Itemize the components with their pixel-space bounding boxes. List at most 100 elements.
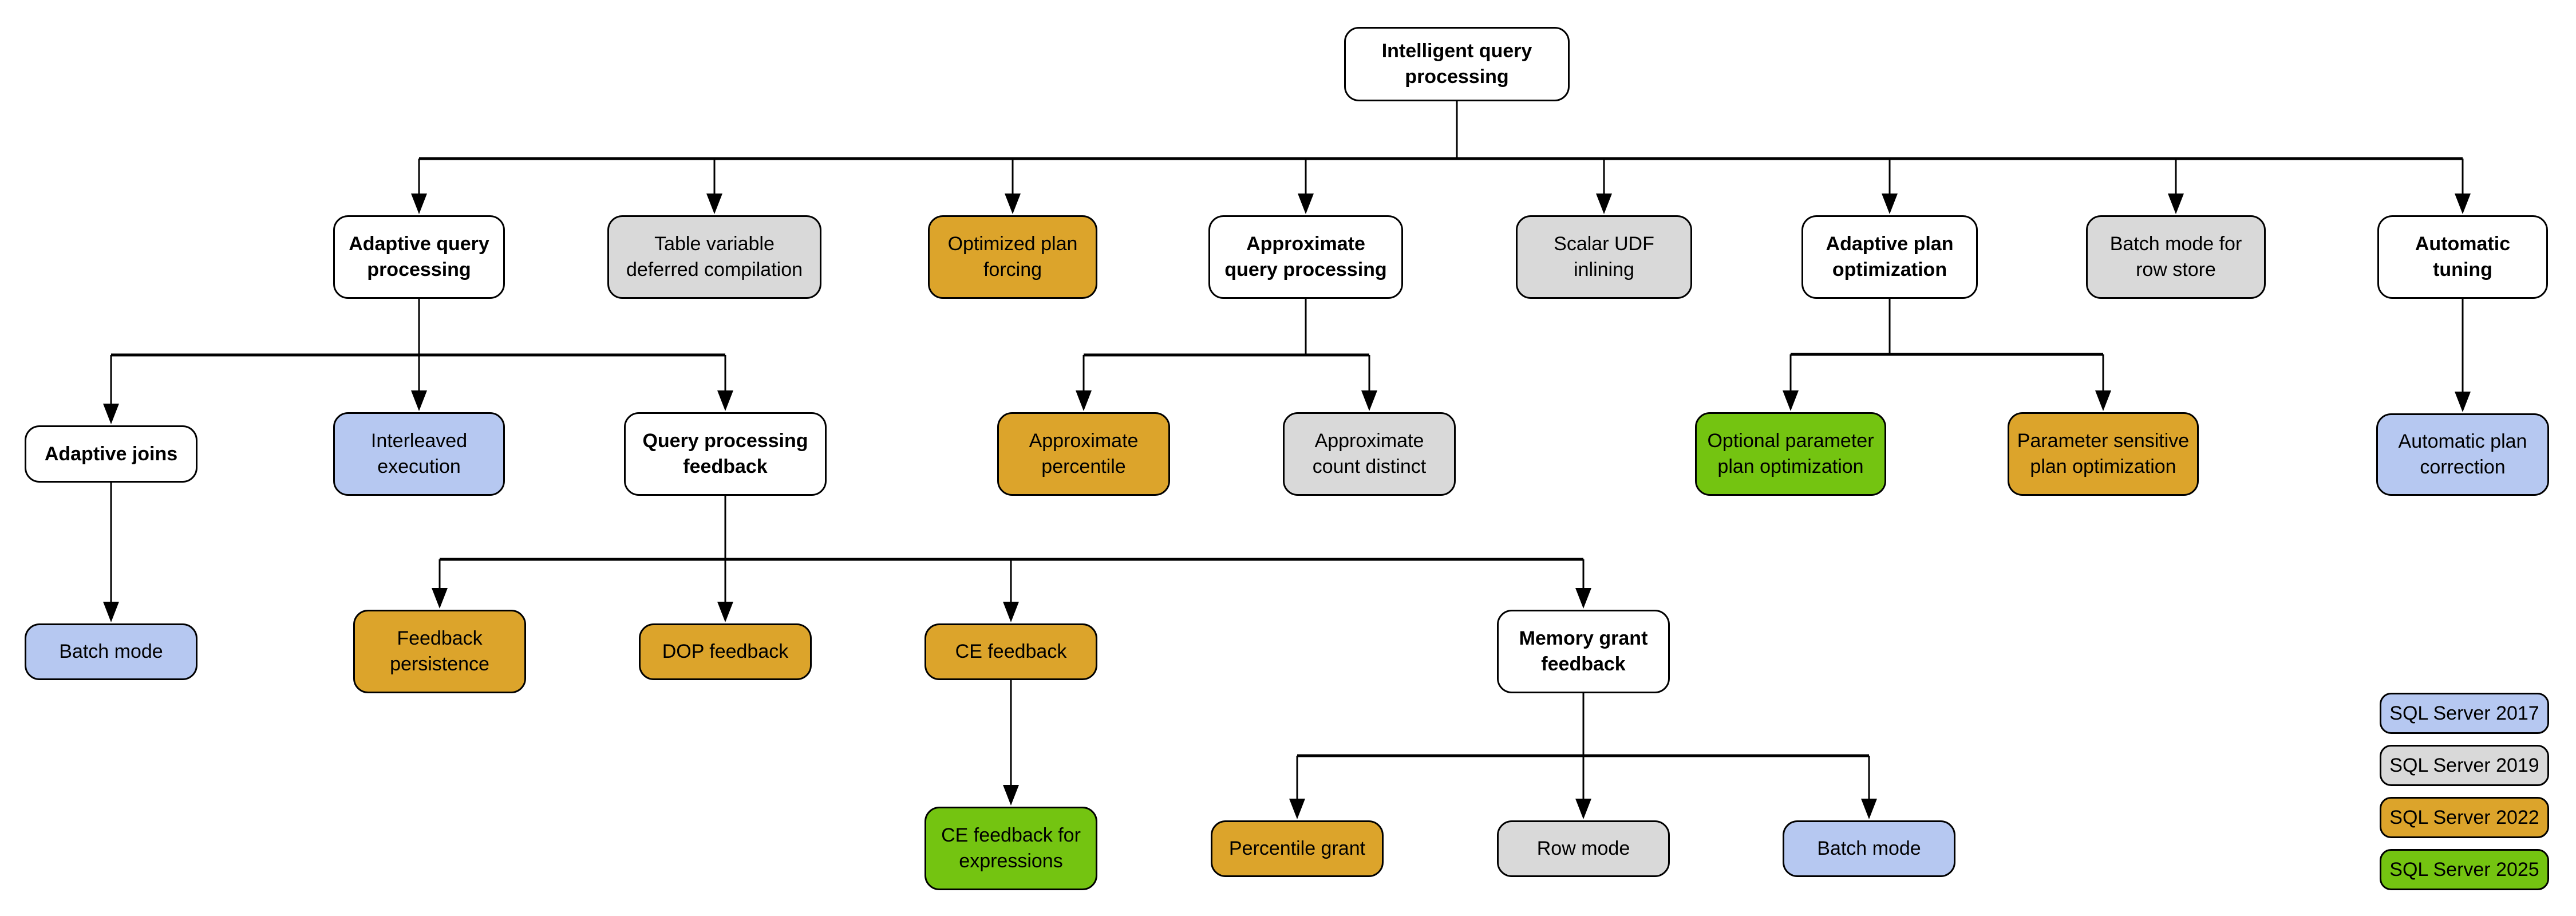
node-label-line: Batch mode for (2109, 233, 2242, 255)
node-label-line: CE feedback for (941, 824, 1081, 846)
node-label-line: correction (2420, 456, 2506, 478)
node-label-line: query processing (1224, 259, 1387, 281)
node-label-line: Automatic plan (2398, 431, 2527, 452)
legend-label: SQL Server 2025 (2389, 858, 2539, 881)
node-percentile-grant: Percentile grant (1211, 820, 1384, 877)
legend-item-sql2022: SQL Server 2022 (2380, 797, 2549, 838)
node-label-line: plan optimization (1717, 456, 1864, 477)
arrowhead-icon (1361, 390, 1377, 411)
arrowhead-icon (2455, 392, 2471, 412)
node-label-line: Adaptive joins (44, 443, 178, 465)
arrowhead-icon (717, 602, 733, 622)
arrowhead-icon (411, 390, 427, 411)
node-label-line: Adaptive plan (1826, 233, 1954, 255)
node-label-line: Percentile grant (1228, 838, 1366, 859)
node-label-line: Intelligent query (1381, 40, 1532, 62)
node-label-line: Scalar UDF (1554, 233, 1654, 255)
arrowhead-icon (103, 404, 119, 424)
node-label-line: feedback (1541, 653, 1626, 675)
node-label-line: Query processing (642, 430, 808, 452)
node-label-line: Interleaved (370, 430, 468, 452)
arrowhead-icon (1861, 799, 1877, 819)
arrowhead-icon (1005, 194, 1021, 214)
node-label-line: Parameter sensitive (2017, 430, 2190, 452)
node-label-line: feedback (683, 456, 768, 477)
arrowhead-icon (1298, 194, 1314, 214)
node-approximate-count-distinct: Approximate count distinct (1283, 412, 1456, 496)
node-label-line: count distinct (1312, 456, 1427, 477)
node-scalar-udf-inlining: Scalar UDF inlining (1516, 215, 1692, 299)
node-adaptive-query-processing: Adaptive query processing (333, 215, 505, 299)
legend-label: SQL Server 2017 (2389, 702, 2539, 724)
arrowhead-icon (2095, 390, 2111, 411)
arrowhead-icon (1289, 799, 1305, 819)
node-label-line: Optional parameter (1707, 430, 1874, 452)
node-approximate-percentile: Approximate percentile (997, 412, 1170, 496)
node-adaptive-plan-optimization: Adaptive plan optimization (1801, 215, 1978, 299)
node-optional-parameter-plan-optimization: Optional parameter plan optimization (1695, 412, 1886, 496)
legend-item-sql2019: SQL Server 2019 (2380, 745, 2549, 786)
node-optimized-plan-forcing: Optimized plan forcing (928, 215, 1097, 299)
node-label-line: Feedback (397, 627, 483, 649)
node-label-line: CE feedback (955, 641, 1067, 662)
legend-item-sql2025: SQL Server 2025 (2380, 849, 2549, 890)
node-table-variable-deferred-compilation: Table variable deferred compilation (607, 215, 821, 299)
node-batch-mode-for-row-store: Batch mode for row store (2086, 215, 2266, 299)
node-label-line: optimization (1832, 259, 1947, 281)
arrowhead-icon (717, 390, 733, 411)
node-adaptive-joins: Adaptive joins (25, 425, 197, 483)
node-batch-mode-memory-grant: Batch mode (1783, 820, 1955, 877)
arrowhead-icon (1596, 194, 1612, 214)
node-feedback-persistence: Feedback persistence (353, 610, 526, 693)
node-automatic-plan-correction: Automatic plan correction (2376, 413, 2549, 496)
node-label-line: percentile (1041, 456, 1126, 477)
node-label-line: plan optimization (2030, 456, 2176, 477)
node-interleaved-execution: Interleaved execution (333, 412, 505, 496)
arrowhead-icon (103, 602, 119, 622)
node-label-line: forcing (983, 259, 1042, 281)
node-label-line: Batch mode (59, 641, 163, 662)
node-ce-feedback-for-expressions: CE feedback for expressions (924, 807, 1097, 890)
node-label-line: persistence (390, 653, 489, 675)
node-label-line: execution (377, 456, 461, 477)
node-label-line: deferred compilation (626, 259, 803, 281)
node-label-line: Approximate (1029, 430, 1139, 452)
node-parameter-sensitive-plan-optimization: Parameter sensitive plan optimization (2008, 412, 2199, 496)
node-label-line: Table variable (654, 233, 775, 255)
node-label-line: row store (2136, 259, 2216, 281)
arrowhead-icon (1003, 785, 1019, 806)
node-label-line: expressions (959, 850, 1063, 872)
node-label-line: inlining (1574, 259, 1634, 281)
arrowhead-icon (2168, 194, 2184, 214)
arrowhead-icon (1575, 588, 1591, 609)
legend-label: SQL Server 2022 (2389, 806, 2539, 828)
arrowhead-icon (1882, 194, 1898, 214)
arrowhead-icon (1003, 602, 1019, 622)
node-intelligent-query-processing: Intelligent query processing (1344, 27, 1570, 101)
node-label-line: Approximate (1246, 233, 1365, 255)
node-label-line: Memory grant (1519, 627, 1648, 649)
node-row-mode: Row mode (1497, 820, 1670, 877)
arrowhead-icon (1575, 799, 1591, 819)
node-label-line: processing (367, 259, 471, 281)
node-label-line: Automatic (2415, 233, 2511, 255)
node-label-line: Optimized plan (947, 233, 1078, 255)
node-label-line: DOP feedback (662, 641, 789, 662)
node-memory-grant-feedback: Memory grant feedback (1497, 610, 1670, 693)
node-label-line: Batch mode (1817, 838, 1921, 859)
node-label-line: processing (1405, 66, 1509, 88)
node-label-line: Adaptive query (349, 233, 489, 255)
arrowhead-icon (432, 588, 448, 609)
node-query-processing-feedback: Query processing feedback (624, 412, 827, 496)
arrowhead-icon (2455, 194, 2471, 214)
node-approximate-query-processing: Approximate query processing (1208, 215, 1403, 299)
arrowhead-icon (706, 194, 722, 214)
arrowhead-icon (1076, 390, 1092, 411)
node-label-line: Row mode (1536, 838, 1630, 859)
arrowhead-icon (411, 194, 427, 214)
node-label-line: tuning (2433, 259, 2492, 281)
node-automatic-tuning: Automatic tuning (2377, 215, 2548, 299)
node-label-line: Approximate (1314, 430, 1424, 452)
